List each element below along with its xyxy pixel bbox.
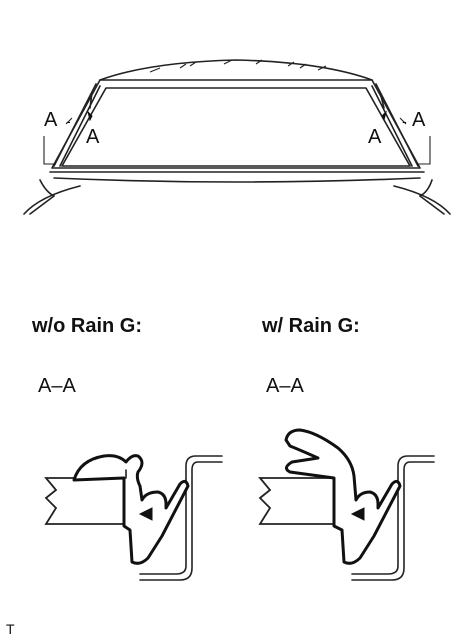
- roof-outline: [99, 59, 373, 81]
- cowl: [39, 171, 433, 197]
- hood-outline: [23, 185, 451, 215]
- right-cut-mark: [381, 110, 387, 122]
- glass-left: [44, 477, 125, 525]
- body-panel-left-inner: [139, 461, 223, 581]
- section-with-rain-g: [258, 428, 435, 581]
- left-bracket: [43, 117, 73, 165]
- label-right-inner: A: [368, 126, 382, 148]
- windshield-overview: A - A A - A: [23, 59, 451, 215]
- insert-right: [350, 507, 365, 521]
- corner-code: T: [6, 621, 15, 637]
- glass-right: [258, 477, 335, 525]
- body-panel-left: [139, 455, 223, 575]
- section-label-without: A–A: [38, 375, 76, 397]
- right-molding: [371, 83, 419, 167]
- heading-without-rain-g: w/o Rain G:: [31, 315, 142, 337]
- left-cut-mark: [87, 110, 93, 122]
- windshield-glass: [61, 87, 411, 167]
- heading-with-rain-g: w/ Rain G:: [261, 315, 360, 337]
- section-label-with: A–A: [266, 375, 304, 397]
- insert-left: [138, 507, 153, 521]
- label-left-dash: -: [66, 113, 71, 129]
- label-right-dash: -: [402, 113, 407, 129]
- molding-left: [72, 454, 190, 565]
- label-left-inner: A: [86, 126, 100, 148]
- roof-ribs: [149, 59, 327, 73]
- left-molding: [53, 83, 101, 167]
- section-without-rain-g: [44, 454, 223, 581]
- label-left-outer: A: [44, 109, 58, 131]
- label-right-outer: A: [412, 109, 426, 131]
- right-bracket: [399, 117, 431, 165]
- body-panel-right: [351, 455, 435, 575]
- body-panel-right-inner: [351, 461, 435, 581]
- windshield-outer-frame: [51, 79, 421, 169]
- molding-right: [284, 428, 402, 565]
